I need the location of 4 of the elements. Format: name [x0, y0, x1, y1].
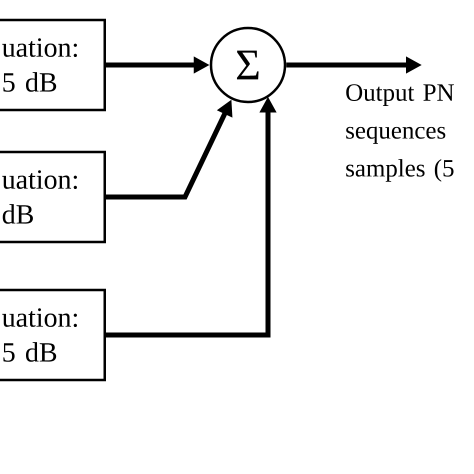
process-box: uation: 5 dB — [0, 18, 106, 112]
process-box: uation: 5 dB — [0, 288, 106, 382]
output-label: Output PN sequences samples (5 — [346, 84, 454, 182]
process-box: uation: dB — [0, 150, 106, 244]
